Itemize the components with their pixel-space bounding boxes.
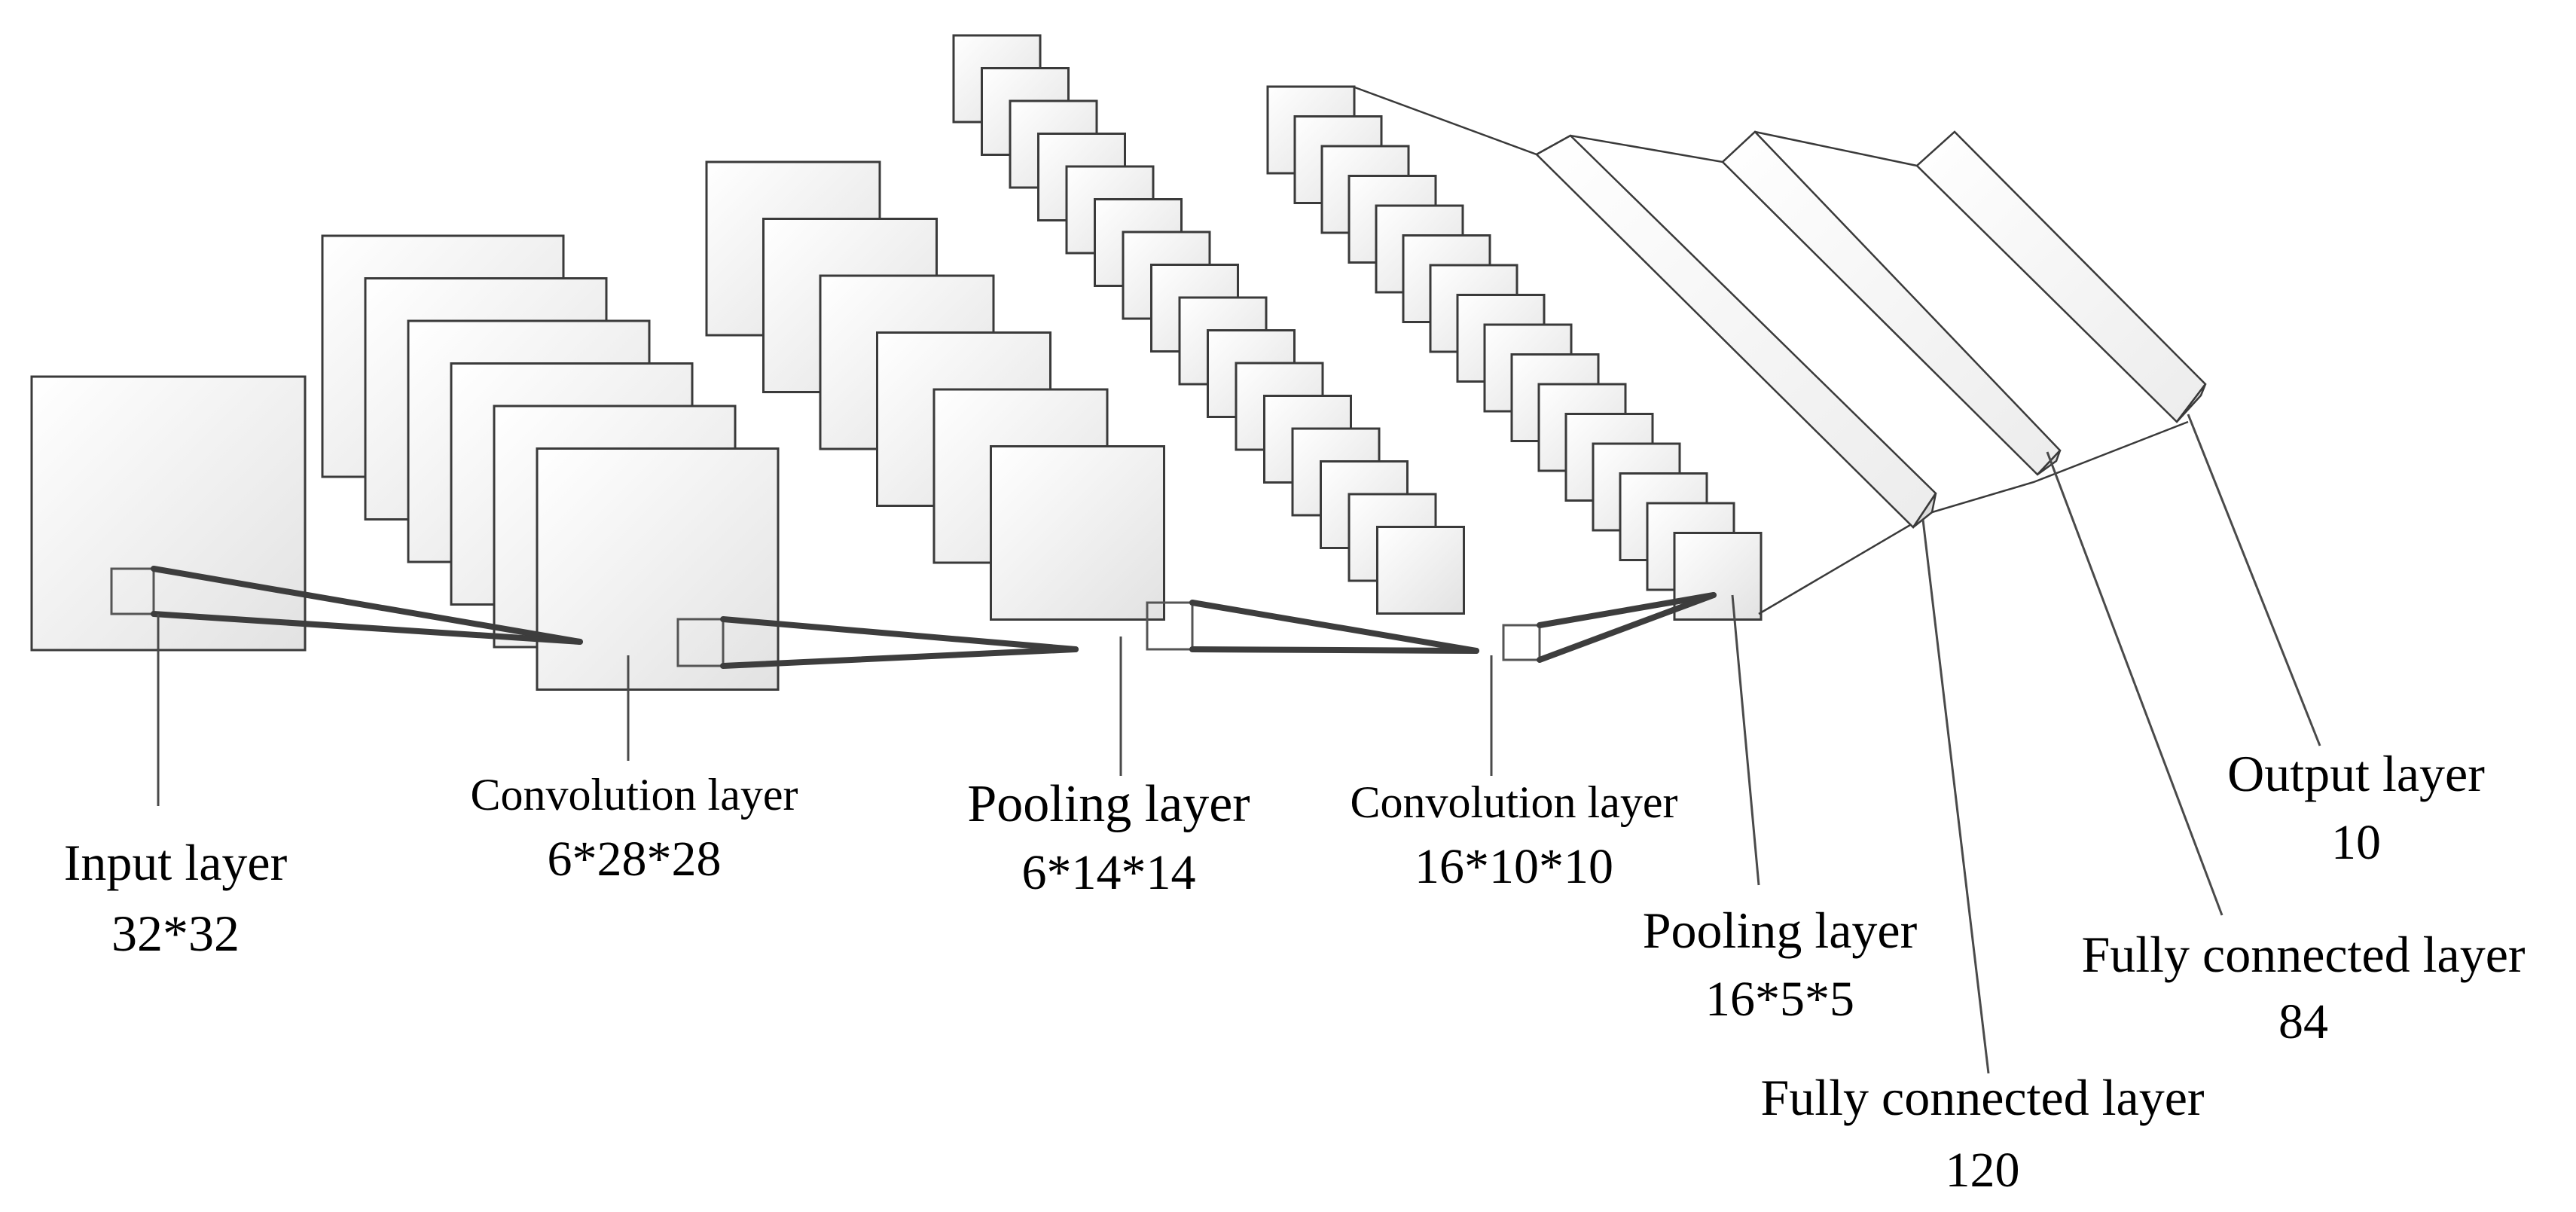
input-map — [30, 375, 307, 652]
pool1-layer-dims: 6*14*14 — [1022, 845, 1196, 900]
input-layer-name: Input layer — [64, 834, 288, 891]
leader-pool2 — [1731, 594, 1760, 886]
conv2-layer-dims: 16*10*10 — [1415, 839, 1613, 894]
conv1-layer-dims: 6*28*28 — [548, 832, 722, 887]
input-layer-dims: 32*32 — [111, 905, 240, 962]
fc1-layer-edge — [1912, 493, 1937, 528]
output-layer-name: Output layer — [2227, 745, 2485, 802]
fc1-layer-name: Fully connected layer — [1760, 1069, 2204, 1126]
conn-conv2-to-pool2-bottom — [1537, 592, 1717, 663]
leader-fc1 — [1921, 519, 1990, 1074]
conn-pool1-to-conv2-top — [1189, 600, 1479, 654]
pool1-kernel-window — [1146, 601, 1194, 651]
conv1-feature-maps — [321, 234, 780, 691]
conv1-layer-name: Convolution layer — [471, 770, 798, 820]
fc-top-envelope — [1352, 85, 1955, 167]
fc2-layer-dims: 84 — [2278, 994, 2328, 1049]
pool1-feature-maps — [705, 160, 1165, 621]
pool1-layer-name: Pooling layer — [967, 775, 1250, 833]
output-layer-edge — [2176, 383, 2207, 423]
conv2-layer-name: Convolution layer — [1351, 777, 1678, 827]
input-kernel-window — [110, 567, 155, 615]
fc2-layer-name: Fully connected layer — [2081, 926, 2525, 983]
labels: Input layer 32*32 Convolution layer 6*28… — [64, 745, 2526, 1198]
conn-conv1-to-pool1-top — [720, 616, 1079, 652]
conn-input-to-conv1-top — [151, 566, 583, 645]
conn-conv2-to-pool2-top — [1537, 592, 1717, 628]
leader-fc2 — [2046, 451, 2223, 916]
conv2-map-16 — [1376, 526, 1465, 615]
conv2-feature-maps — [952, 34, 1465, 615]
conn-conv1-to-pool1-bottom — [720, 646, 1079, 669]
fc2-layer — [1721, 130, 2062, 476]
pool2-feature-maps — [1266, 85, 1763, 621]
pool1-map-6 — [990, 445, 1165, 621]
fully-connected-block — [1352, 85, 2207, 615]
fc1-layer-dims: 120 — [1946, 1143, 2020, 1198]
fc2-layer-edge — [2037, 450, 2062, 476]
leader-output — [2187, 414, 2321, 746]
pool2-layer-name: Pooling layer — [1643, 902, 1918, 959]
conn-pool1-to-conv2-bottom — [1189, 646, 1479, 654]
leader-lines — [157, 414, 2321, 1074]
conv1-map-6 — [536, 447, 780, 691]
fc-bottom-envelope — [1758, 420, 2189, 615]
conv2-kernel-window — [1502, 624, 1541, 661]
conv1-kernel-window — [676, 618, 725, 667]
conn-input-to-conv1-bottom — [151, 611, 583, 645]
output-layer-dims: 10 — [2331, 815, 2381, 870]
input-layer-group — [30, 375, 307, 652]
pool2-layer-dims: 16*5*5 — [1705, 972, 1854, 1027]
connection-lines — [151, 566, 1717, 669]
